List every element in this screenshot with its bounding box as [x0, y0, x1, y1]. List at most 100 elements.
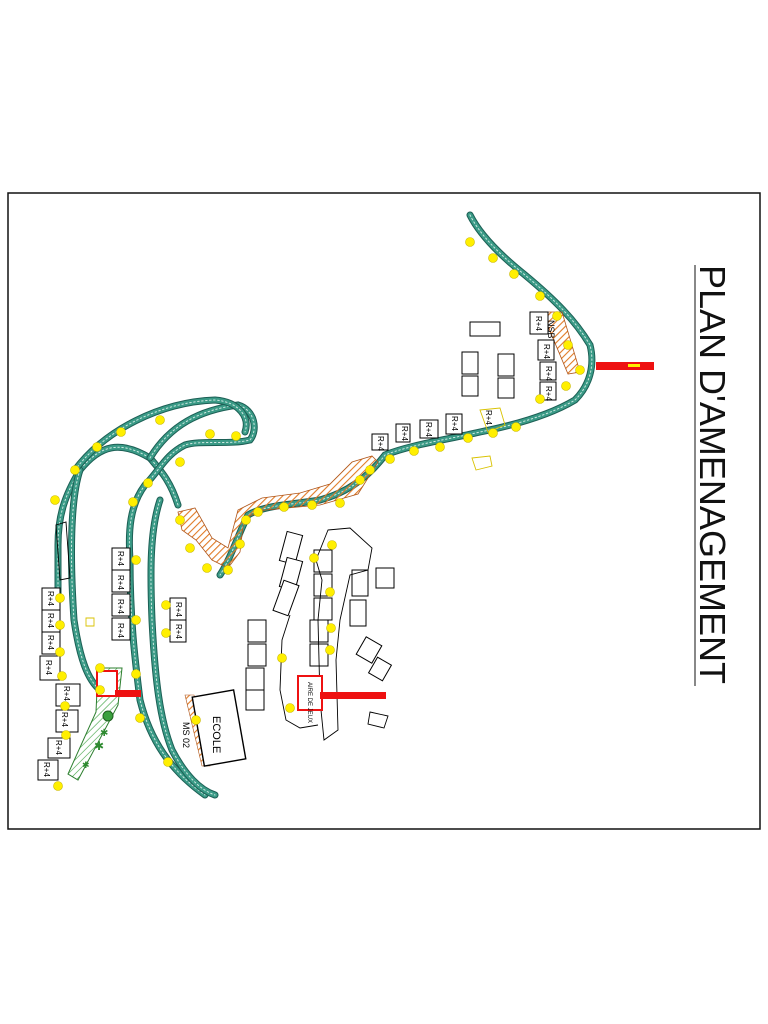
lamp-post-dot: [561, 381, 571, 391]
lamp-post-dot: [55, 647, 65, 657]
floor-label: R+4: [54, 740, 63, 755]
building-block: [313, 597, 333, 621]
map-frame: [7, 192, 761, 830]
building-block: [39, 655, 61, 681]
floor-label: R+4: [542, 344, 551, 359]
road-upper-arc: [71, 396, 250, 474]
lamp-post-dot: [509, 269, 519, 279]
lamp-post-dot: [325, 587, 335, 597]
building-block: [41, 631, 61, 655]
lamp-post-dot: [535, 394, 545, 404]
building-block: [309, 619, 329, 643]
lamp-post-dot: [57, 671, 67, 681]
lamp-post-dot: [307, 500, 317, 510]
building-block: [247, 643, 267, 667]
lamp-post-dot: [563, 340, 573, 350]
lamp-post-dot: [309, 553, 319, 563]
tree-icon: [102, 710, 114, 722]
parking-marker: [115, 690, 141, 697]
building-block: [47, 737, 71, 759]
floor-labels: R+4R+4R+4R+4R+4R+4R+4R+4R+4R+4R+4R+4R+4R…: [42, 316, 553, 777]
ms-label: MS 02: [181, 722, 191, 748]
lamp-post-dot: [365, 465, 375, 475]
building-block: [245, 689, 265, 711]
road-west-inner: [147, 496, 219, 799]
lamp-post-dot: [511, 422, 521, 432]
building-block: [375, 567, 395, 589]
lamp-post-dot: [202, 563, 212, 573]
building-block: [497, 377, 515, 399]
building-block: [272, 579, 300, 617]
floor-label: R+4: [534, 316, 543, 331]
lamp-post-dot: [131, 555, 141, 565]
lamp-post-dot: [326, 623, 336, 633]
floor-label: R+4: [62, 686, 71, 701]
lamp-post-dot: [205, 429, 215, 439]
lamp-post-dot: [575, 365, 585, 375]
lamp-post-dot: [131, 669, 141, 679]
building-block: [349, 599, 367, 627]
lamp-post-dot: [191, 715, 201, 725]
lamp-post-dot: [231, 431, 241, 441]
floor-label: R+4: [116, 551, 125, 566]
lamp-post-dot: [128, 497, 138, 507]
floor-label: R+4: [44, 660, 53, 675]
building-block: [461, 351, 479, 375]
tree-icon: ✱: [82, 760, 90, 770]
lamp-post-dot: [161, 628, 171, 638]
lamp-post-dot: [355, 475, 365, 485]
lamp-post-dot: [50, 495, 60, 505]
floor-label: R+4: [46, 591, 55, 606]
building-block: [367, 656, 393, 682]
tree-icon: ✱: [94, 739, 104, 753]
building-block: [371, 433, 389, 451]
lamp-post-dot: [53, 781, 63, 791]
building-block: [529, 311, 549, 335]
lamp-posts: [50, 237, 585, 791]
lamp-post-dot: [135, 713, 145, 723]
road-west-outer: [68, 466, 104, 694]
floor-label: R+4: [424, 422, 433, 437]
building-block: [419, 419, 439, 439]
lamp-post-dot: [325, 645, 335, 655]
building-block: [445, 413, 463, 435]
lamp-post-dot: [95, 685, 105, 695]
lamp-post-dot: [327, 540, 337, 550]
lamp-post-dot: [235, 539, 245, 549]
floor-label: R+4: [46, 635, 55, 650]
nsb-label: NSB: [546, 320, 556, 339]
building-block: [351, 569, 369, 597]
lamp-post-dot: [163, 757, 173, 767]
floor-label: R+4: [544, 366, 553, 381]
lamp-post-dot: [60, 701, 70, 711]
aire-label: AIRE DE JEUX: [306, 682, 312, 723]
lamp-post-dot: [70, 465, 80, 475]
lamp-post-dot: [155, 415, 165, 425]
aire-de-jeux: AIRE DE JEUX: [297, 675, 386, 723]
lamp-post-dot: [488, 428, 498, 438]
parking-marker: [320, 692, 386, 699]
ecole-label: ECOLE: [210, 716, 222, 753]
road-upper-loop: [54, 443, 182, 604]
lamp-post-dot: [463, 433, 473, 443]
lamp-post-dot: [279, 502, 289, 512]
page-title: PLAN D'AMENAGEMENT: [692, 265, 733, 684]
lamp-post-dot: [55, 620, 65, 630]
parking-marker: [596, 362, 654, 370]
building-block: [539, 381, 557, 401]
building-block: [245, 667, 265, 691]
floor-label: R+4: [400, 426, 409, 441]
building-block: [461, 375, 479, 397]
lamp-post-dot: [465, 237, 475, 247]
lamp-post-dot: [385, 454, 395, 464]
floor-label: R+4: [60, 712, 69, 727]
building-block: [111, 617, 131, 641]
ecole-building: ECOLE MS 02: [181, 689, 247, 767]
building-block: [247, 619, 267, 643]
floor-label: R+4: [174, 602, 183, 617]
lamp-post-dot: [175, 457, 185, 467]
lamp-post-dot: [335, 498, 345, 508]
building-block: [37, 759, 59, 781]
floor-label: R+4: [116, 599, 125, 614]
